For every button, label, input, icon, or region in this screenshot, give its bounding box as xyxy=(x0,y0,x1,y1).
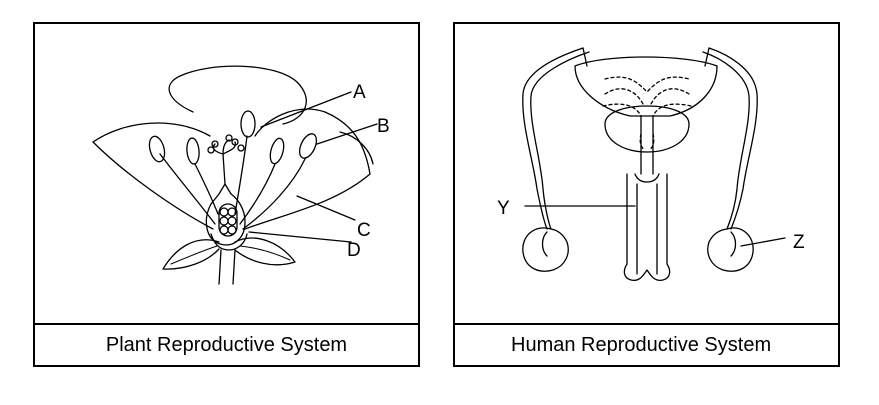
label-z: Z xyxy=(793,232,805,253)
petal-back xyxy=(168,65,307,125)
stem xyxy=(218,249,236,285)
filament-2 xyxy=(194,163,219,215)
penis xyxy=(623,173,671,282)
vas-deferens-left xyxy=(522,47,584,230)
plant-diagram-panel: A B C D Plant Reproductive System xyxy=(33,22,420,367)
style xyxy=(222,153,226,185)
anther-5 xyxy=(298,133,318,159)
anther-4 xyxy=(269,137,285,165)
leader-c xyxy=(296,195,356,221)
vas-deferens-right xyxy=(708,47,758,230)
human-caption: Human Reproductive System xyxy=(455,323,838,365)
anther-3 xyxy=(240,110,256,138)
prostate xyxy=(604,105,690,153)
seminal-vesicle-right xyxy=(650,88,692,117)
testis-right xyxy=(707,227,754,272)
filament-4 xyxy=(239,163,276,225)
receptacle xyxy=(210,233,248,251)
seminal-vesicle-left xyxy=(602,88,644,117)
leader-d xyxy=(248,231,352,243)
male-system-illustration: Y Z xyxy=(497,47,805,282)
petal-right xyxy=(244,108,371,230)
human-diagram-panel: Y Z Human Reproductive System xyxy=(453,22,840,367)
sepal-right xyxy=(234,237,296,266)
leader-z xyxy=(740,237,786,247)
plant-caption: Plant Reproductive System xyxy=(35,323,418,365)
sepal-left xyxy=(162,239,220,270)
anther-2 xyxy=(186,137,200,165)
label-d: D xyxy=(347,240,361,261)
ovary xyxy=(205,183,246,246)
filament-3 xyxy=(234,135,248,215)
anther-1 xyxy=(148,135,166,163)
filament-5 xyxy=(242,158,306,230)
filament-1 xyxy=(159,153,216,225)
testis-left xyxy=(522,227,569,272)
label-c: C xyxy=(357,220,371,241)
label-b: B xyxy=(377,116,390,137)
petal-left xyxy=(92,122,214,230)
leader-a xyxy=(260,91,352,128)
bladder xyxy=(574,56,718,117)
label-y: Y xyxy=(497,198,510,219)
label-a: A xyxy=(353,82,366,103)
leader-b xyxy=(316,123,378,145)
flower-illustration: A B C D xyxy=(92,65,390,285)
